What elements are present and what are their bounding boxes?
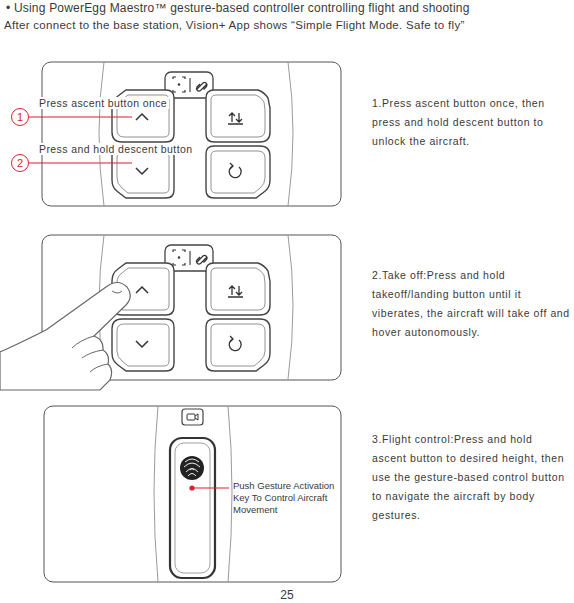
step-text: 3.Flight control:Press and hold ascent b… — [372, 430, 570, 525]
step-text: 1.Press ascent button once, then press a… — [372, 94, 570, 151]
callout-number: 2 — [17, 158, 23, 169]
step-text: 2.Take off:Press and hold takeoff/landin… — [372, 266, 570, 342]
callout-label: Press and hold descent button — [37, 143, 194, 155]
callout-circle: 2 — [11, 154, 29, 172]
callout-label: Press ascent button once — [37, 97, 169, 109]
section-heading: • Using PowerEgg Maestro™ gesture-based … — [6, 0, 566, 16]
callout-circle: 1 — [11, 108, 29, 126]
intro-note: After connect to the base station, Visio… — [4, 18, 570, 33]
callout-number: 1 — [17, 112, 23, 123]
callout-label: Push Gesture Activation Key To Control A… — [233, 480, 341, 516]
page-number: 25 — [272, 588, 302, 602]
